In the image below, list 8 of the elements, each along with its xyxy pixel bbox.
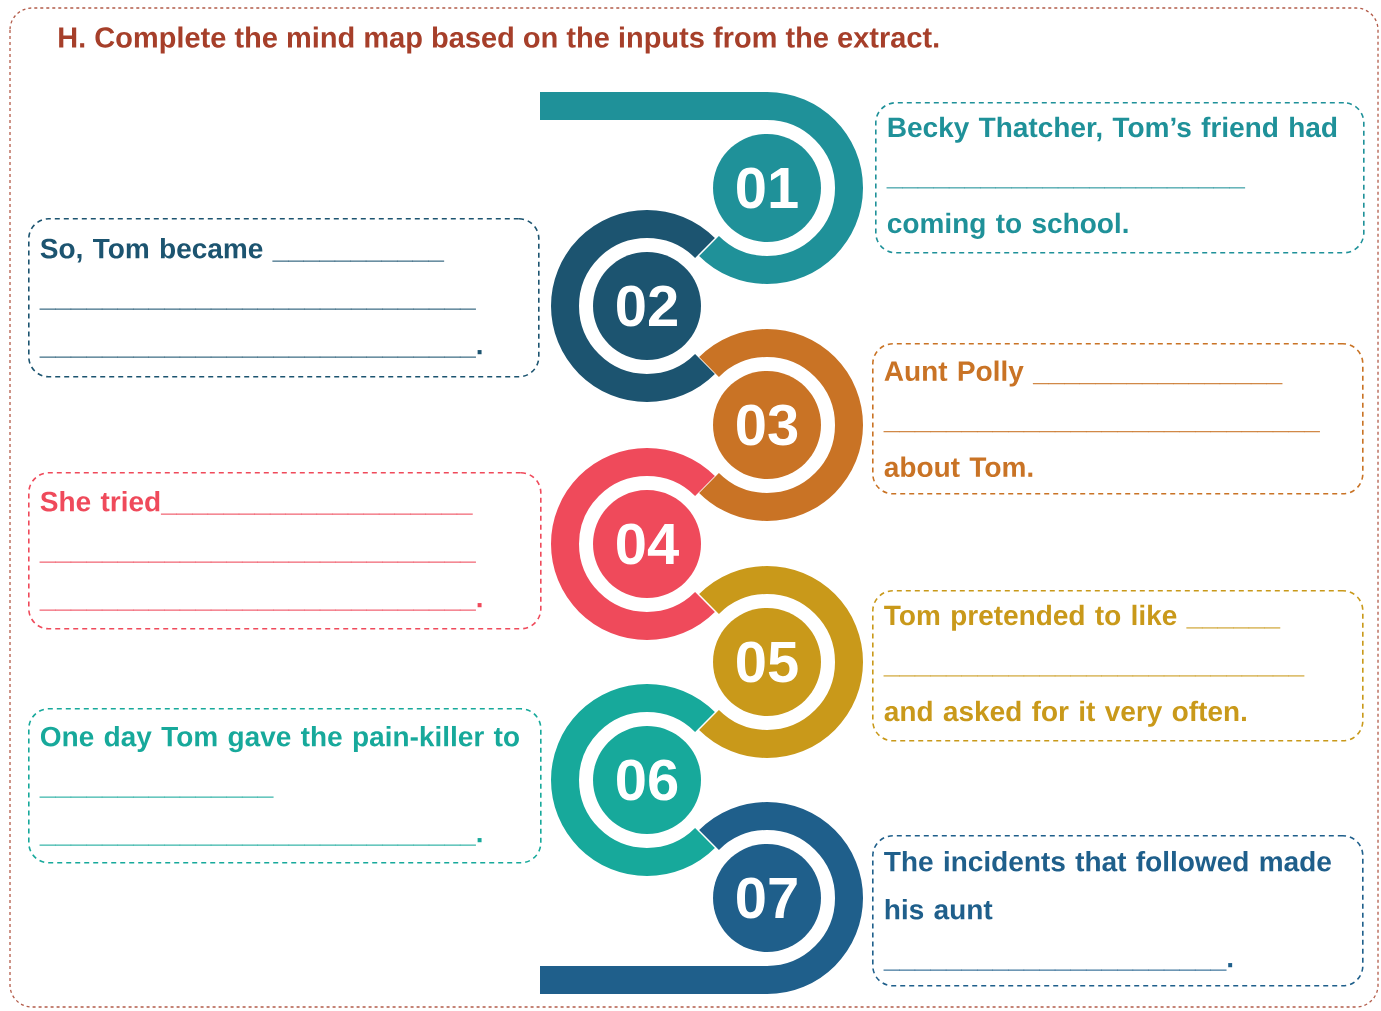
answer-box: Becky Thatcher, Tom’s friend had _______________________ coming to school. [875, 102, 1365, 254]
answer-box: The incidents that followed made his aunt ______________________. [872, 835, 1364, 987]
answer-box: Tom pretended to like ______ ___________________________ and asked for it very often. [872, 590, 1364, 742]
answer-box: Aunt Polly ________________ ____________________________ about Tom. [872, 343, 1364, 495]
title: H. Complete the mind map based on the inputs from the extract. [59, 26, 939, 54]
answer-box: So, Tom became ___________ ____________________________ ____________________________. [28, 218, 540, 378]
answer-box: She tried____________________ ____________________________ ____________________________. [28, 472, 542, 630]
answer-box: One day Tom gave the pain-killer to _______________ ____________________________. [28, 708, 542, 864]
